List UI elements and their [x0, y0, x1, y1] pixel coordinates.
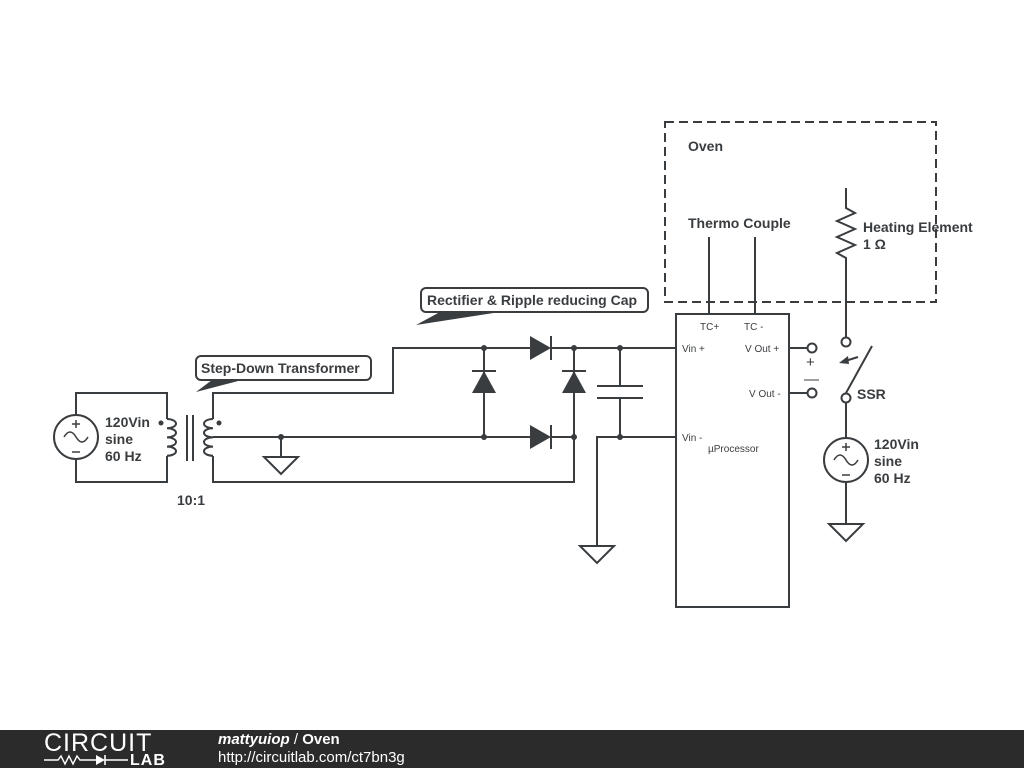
transformer-callout-text: Step-Down Transformer	[201, 360, 360, 376]
heater-label-line1: Heating Element	[863, 219, 973, 235]
transformer-callout	[195, 355, 372, 392]
ground-rectifier	[577, 545, 617, 565]
source-left-line2: sine	[105, 431, 133, 447]
processor-name: µProcessor	[708, 444, 759, 455]
ssr-switch	[839, 336, 873, 404]
ac-source-right	[823, 437, 869, 524]
circuitlab-logo-mark	[44, 754, 128, 766]
circuitlab-logo-text: CIRCUIT	[44, 729, 153, 757]
author-link[interactable]: mattyuiop	[218, 731, 290, 748]
ground-secondary	[261, 434, 301, 476]
source-left-line3: 60 Hz	[105, 448, 142, 464]
oven-boundary	[664, 121, 937, 303]
turns-ratio-label: 10:1	[177, 492, 205, 508]
output-plus-sign: +	[806, 354, 815, 371]
heater-label-line2: 1 Ω	[863, 236, 886, 252]
circuit-title: Oven	[302, 731, 340, 748]
rectifier-callout	[416, 287, 649, 325]
bridge-rectifier	[472, 336, 676, 449]
source-right-line2: sine	[874, 453, 902, 469]
circuit-schematic: Oven 120Vin sine 60 Hz 10:1 Step-Down Tr…	[53, 121, 973, 608]
circuitlab-logo-lab: LAB	[130, 752, 166, 769]
source-right-line3: 60 Hz	[874, 470, 911, 486]
step-down-transformer	[158, 415, 222, 461]
credit-separator: /	[289, 731, 303, 748]
ssr-label: SSR	[857, 386, 886, 402]
pin-vout-plus: V Out +	[745, 344, 779, 355]
source-right-line1: 120Vin	[874, 436, 919, 452]
thermocouple-label: Thermo Couple	[688, 215, 791, 231]
pin-tc-plus: TC+	[700, 322, 719, 333]
rectifier-callout-text: Rectifier & Ripple reducing Cap	[427, 292, 637, 308]
pin-vout-minus: V Out -	[749, 389, 781, 400]
circuit-credit: mattyuiop / Oven	[218, 731, 340, 748]
ground-right	[826, 523, 866, 543]
ac-source-left	[53, 414, 99, 460]
pin-tc-minus: TC -	[744, 322, 763, 333]
microprocessor-block	[675, 313, 790, 608]
thermocouple	[708, 237, 756, 314]
output-minus-sign: —	[804, 371, 819, 388]
source-left-line1: 120Vin	[105, 414, 150, 430]
oven-label: Oven	[688, 138, 723, 154]
footer-bar	[0, 730, 1024, 768]
heating-element-resistor	[834, 188, 858, 337]
pin-vin-plus: Vin +	[682, 344, 705, 355]
ripple-capacitor	[597, 345, 643, 440]
circuit-url[interactable]: http://circuitlab.com/ct7bn3g	[218, 749, 405, 766]
pin-vin-minus: Vin -	[682, 433, 702, 444]
